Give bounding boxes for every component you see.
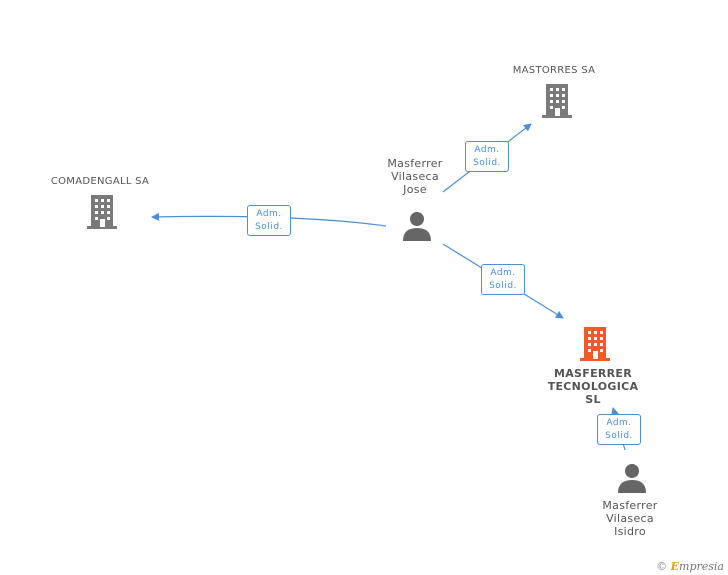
node-label-comadengall[interactable]: COMADENGALL SA: [50, 176, 150, 187]
node-label-masferrer-tecnologica[interactable]: MASFERRER TECNOLOGICA SL: [535, 367, 651, 406]
copyright-icon: ©: [656, 560, 668, 573]
label-line: Isidro: [614, 525, 646, 538]
label-line: SL: [585, 393, 601, 406]
building-icon[interactable]: [86, 195, 118, 229]
edge-label-jose-mastorres[interactable]: Adm. Solid.: [465, 141, 509, 172]
edge-label-isidro-tecnologica[interactable]: Adm. Solid.: [597, 414, 641, 445]
edge-role-text: Solid.: [489, 281, 517, 291]
person-icon[interactable]: [402, 211, 432, 241]
edge-role-text: Adm.: [474, 145, 500, 155]
footer-brand: © Empresia: [656, 560, 724, 573]
label-line: MASFERRER: [553, 367, 633, 380]
node-label-masferrer-jose[interactable]: Masferrer Vilaseca Jose: [370, 157, 460, 196]
edge-label-jose-tecnologica[interactable]: Adm. Solid.: [481, 264, 525, 295]
person-icon[interactable]: [617, 463, 647, 493]
edge-role-text: Solid.: [605, 431, 633, 441]
node-label-masferrer-isidro[interactable]: Masferrer Vilaseca Isidro: [585, 499, 675, 538]
label-line: Masferrer: [602, 499, 658, 512]
node-label-mastorres[interactable]: MASTORRES SA: [512, 65, 596, 76]
edge-role-text: Adm.: [490, 268, 516, 278]
label-line: Masferrer: [387, 157, 443, 170]
edge-label-jose-comadengall[interactable]: Adm. Solid.: [247, 205, 291, 236]
brand-logo-initial: E: [670, 560, 680, 573]
building-icon[interactable]: [579, 327, 611, 361]
edge-role-text: Adm.: [606, 418, 632, 428]
brand-logo-text: mpresia: [679, 560, 724, 573]
edge-role-text: Adm.: [256, 209, 282, 219]
label-line: TECNOLOGICA: [547, 380, 639, 393]
building-icon[interactable]: [541, 84, 573, 118]
label-line: Jose: [403, 183, 427, 196]
label-line: Vilaseca: [391, 170, 439, 183]
label-line: Vilaseca: [606, 512, 654, 525]
edge-role-text: Solid.: [255, 222, 283, 232]
edge-role-text: Solid.: [473, 158, 501, 168]
